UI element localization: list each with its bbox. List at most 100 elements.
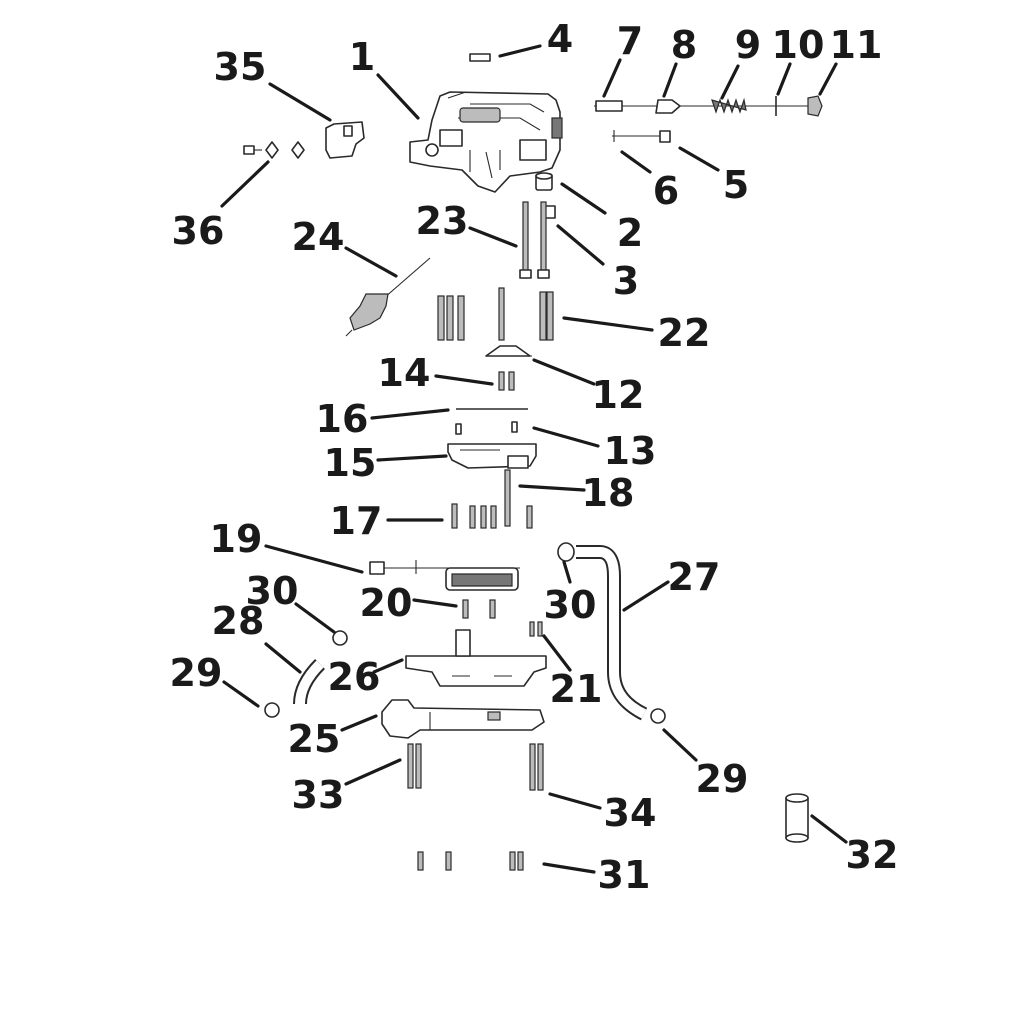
callout-28: 28 — [212, 599, 265, 643]
part-17-screws — [451, 503, 533, 529]
part-18-rod — [504, 469, 511, 527]
leader-10 — [776, 62, 792, 96]
callout-27: 27 — [668, 555, 721, 599]
callout-33: 33 — [292, 773, 345, 817]
part-29-clip-left — [264, 702, 280, 718]
part-4-plug — [469, 53, 491, 62]
part-13-dowels — [455, 421, 518, 435]
leader-20 — [412, 598, 458, 608]
part-15-cover — [447, 443, 537, 469]
part-23-long-pins — [519, 201, 550, 279]
callout-22: 22 — [658, 311, 711, 355]
part-36-screw-washers — [243, 141, 305, 159]
callout-8: 8 — [671, 23, 697, 67]
leader-24 — [344, 246, 398, 278]
callout-7: 7 — [617, 19, 643, 63]
callout-23: 23 — [416, 199, 469, 243]
part-26-float-bowl — [405, 629, 547, 687]
callout-5: 5 — [723, 163, 749, 207]
leader-3 — [556, 224, 605, 266]
leader-lines — [220, 44, 848, 874]
leader-2 — [560, 182, 607, 215]
part-2-cup — [535, 172, 553, 191]
callout-21: 21 — [550, 667, 603, 711]
part-12-plate — [485, 345, 532, 357]
callout-1: 1 — [349, 35, 375, 79]
callout-15: 15 — [324, 441, 377, 485]
leader-13 — [532, 426, 600, 448]
leader-34 — [548, 792, 602, 810]
part-27-hose — [576, 545, 648, 721]
part-20-pins — [462, 599, 496, 619]
leader-9 — [720, 64, 740, 100]
leader-33 — [344, 758, 402, 786]
leader-8 — [662, 62, 678, 98]
callout-13: 13 — [604, 429, 657, 473]
leader-26 — [372, 658, 404, 674]
part-35-bracket — [325, 121, 365, 159]
part-33-studs — [407, 743, 422, 789]
leader-15 — [376, 454, 448, 462]
leader-1 — [376, 73, 420, 120]
leader-22 — [562, 316, 654, 332]
part-7-11-idle-screw-assembly — [594, 95, 823, 117]
part-29-clip-right — [650, 708, 666, 724]
callout-17: 17 — [330, 499, 383, 543]
callout-31: 31 — [598, 853, 651, 897]
callout-26: 26 — [328, 655, 381, 699]
callout-9: 9 — [735, 23, 761, 67]
leader-5 — [678, 146, 720, 172]
part-30-clamp-left — [332, 630, 348, 646]
leader-30a — [294, 602, 336, 634]
leader-36 — [220, 160, 270, 208]
callout-labels: 1 2 3 4 5 6 7 8 9 10 11 12 13 14 15 16 1… — [170, 17, 899, 897]
callout-11: 11 — [830, 23, 883, 67]
callout-10: 10 — [772, 23, 825, 67]
leader-25 — [340, 714, 378, 732]
callout-12: 12 — [592, 373, 645, 417]
callout-25: 25 — [288, 717, 341, 761]
callout-6: 6 — [653, 169, 679, 213]
leader-30b — [562, 560, 572, 584]
callout-24: 24 — [292, 215, 345, 259]
part-14-screws — [498, 371, 515, 391]
leader-7 — [602, 58, 622, 98]
callout-35: 35 — [214, 45, 267, 89]
leader-19 — [264, 544, 364, 574]
leader-21 — [542, 634, 572, 672]
part-1-carburetor-body — [409, 91, 563, 193]
leader-11 — [818, 62, 838, 96]
leader-16 — [370, 408, 450, 420]
part-19-float-assembly — [369, 560, 520, 591]
part-32-tube — [785, 793, 809, 843]
leader-29b — [662, 728, 698, 762]
part-28-short-hose — [293, 659, 326, 705]
part-21-pins — [529, 621, 543, 637]
callout-2: 2 — [617, 211, 643, 255]
leader-32 — [810, 814, 848, 844]
leader-14 — [434, 374, 494, 386]
leader-31 — [542, 862, 596, 874]
leader-35 — [268, 82, 332, 122]
callout-19: 19 — [210, 517, 263, 561]
callout-4: 4 — [547, 17, 573, 61]
callout-20: 20 — [360, 581, 413, 625]
leader-23 — [468, 226, 518, 248]
callout-29-left: 29 — [170, 651, 223, 695]
callout-3: 3 — [613, 259, 639, 303]
part-31-screws — [417, 851, 524, 871]
part-34-studs — [529, 743, 544, 791]
leader-12 — [532, 358, 596, 386]
leader-29a — [222, 680, 260, 708]
leader-18 — [518, 484, 586, 492]
leader-27 — [622, 580, 670, 612]
part-25-throttle-body — [381, 699, 545, 739]
leader-6 — [620, 150, 652, 174]
leader-4 — [498, 44, 542, 58]
callout-34: 34 — [604, 791, 657, 835]
callout-29-right: 29 — [696, 757, 749, 801]
part-30-clamp-right — [557, 542, 575, 562]
callout-36: 36 — [172, 209, 225, 253]
